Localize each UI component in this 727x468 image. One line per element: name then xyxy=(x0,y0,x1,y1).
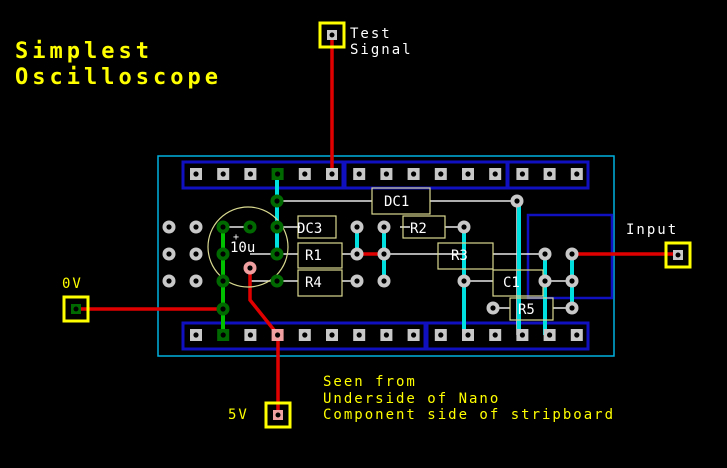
ground-strip-pad-1-hole xyxy=(220,224,226,230)
zero-v-label: 0V xyxy=(62,276,83,292)
note-line-2: Underside of Nano xyxy=(323,391,500,407)
capacitor-plus-mark: + xyxy=(233,232,239,243)
dc1-label: DC1 xyxy=(384,194,409,210)
strip-pad-277-254-hole xyxy=(274,251,280,257)
header-top-pin-13-hole xyxy=(519,171,526,177)
header-top-pin-7-hole xyxy=(356,171,362,177)
component-pad-13-hole xyxy=(569,251,575,257)
c1-label: C1 xyxy=(503,275,520,291)
header-bottom-pin-12-hole xyxy=(492,332,498,338)
note-line-1: Seen from xyxy=(323,374,417,390)
component-pad-5-hole xyxy=(381,251,387,257)
header-top-pin-12-hole xyxy=(492,171,498,177)
header-top-pin-2-hole xyxy=(220,171,226,177)
header-bottom-pin-1-hole xyxy=(193,332,199,338)
header-bottom-right xyxy=(425,321,590,351)
header-top-pin-3-hole xyxy=(247,171,253,177)
header-bottom-pin-14-hole xyxy=(547,332,553,338)
ground-strip-pad-2-hole xyxy=(220,251,226,257)
header-bottom-pin-7-hole xyxy=(356,332,362,338)
component-pad-2-hole xyxy=(354,251,360,257)
strip-pad-277-201-hole xyxy=(274,198,280,204)
component-pad-3-hole xyxy=(354,278,360,284)
header-top-pin-10-hole xyxy=(438,171,444,177)
header-bottom-pin-3-hole xyxy=(247,332,253,338)
component-pad-10-hole xyxy=(514,198,520,204)
header-top-right xyxy=(506,160,590,190)
stripboard-hole-0-1-hole xyxy=(166,251,172,257)
header-bottom-pin-9-hole xyxy=(411,332,417,338)
strip-pad-250-268-hole xyxy=(247,265,253,271)
five-v-label: 5V xyxy=(228,407,249,423)
component-pad-14-hole xyxy=(569,278,575,284)
header-bottom-pin-15-hole xyxy=(574,332,580,338)
header-bottom-left xyxy=(181,321,427,351)
component-pad-1-hole xyxy=(354,224,360,230)
r4-label: R4 xyxy=(305,275,322,291)
r2-label: R2 xyxy=(410,221,427,237)
title-line-2: Oscilloscope xyxy=(15,65,222,90)
stripboard-hole-0-0-hole xyxy=(166,224,172,230)
header-bottom-pin-4-hole xyxy=(275,332,281,338)
header-bottom-pin-11-hole xyxy=(465,332,471,338)
dc3-label: DC3 xyxy=(297,221,322,237)
terminal-5v xyxy=(264,401,292,429)
r1-label: R1 xyxy=(305,248,322,264)
component-boxes xyxy=(297,187,554,321)
header-top-pin-9-hole xyxy=(411,171,417,177)
stripboard-hole-0-2-hole xyxy=(166,278,172,284)
component-pad-15-hole xyxy=(569,305,575,311)
r3-label: R3 xyxy=(451,248,468,264)
input-label: Input xyxy=(626,222,678,238)
capacitor-10u-outline xyxy=(207,206,289,288)
strip-pad-277-227-hole xyxy=(274,224,280,230)
header-top-pin-11-hole xyxy=(465,171,471,177)
red-wires xyxy=(76,36,678,414)
stripboard-hole-1-2-hole xyxy=(193,278,199,284)
header-top-pin-5-hole xyxy=(302,171,308,177)
ground-strip-pad-3-hole xyxy=(220,278,226,284)
header-bottom-pin-2-hole xyxy=(220,332,226,338)
header-top-mid xyxy=(343,160,509,190)
header-bottom-pin-13-hole xyxy=(519,332,526,338)
header-bottom-pin-8-hole xyxy=(383,332,389,338)
board-outline xyxy=(157,155,615,357)
strip-pad-277-281-hole xyxy=(274,278,280,284)
header-bottom-pin-5-hole xyxy=(302,332,308,338)
header-bottom-pin-6-hole xyxy=(329,332,335,338)
component-pad-4-hole xyxy=(381,224,387,230)
test-signal-label-line-1: Test xyxy=(350,26,392,42)
header-top-pin-14-hole xyxy=(547,171,553,177)
header-bottom-pin-10-hole xyxy=(438,332,444,338)
pads-layer xyxy=(162,168,583,341)
component-pad-7-hole xyxy=(461,224,467,230)
header-side-connector xyxy=(526,213,614,300)
header-top-pin-8-hole xyxy=(383,171,389,177)
component-pad-11-hole xyxy=(542,251,548,257)
terminal-test-signal xyxy=(318,21,346,49)
component-pad-12-hole xyxy=(542,278,548,284)
title-line-1: Simplest xyxy=(15,39,153,64)
test-signal-label-line-2: Signal xyxy=(350,42,413,58)
capacitor-10u-label: 10u xyxy=(230,240,255,256)
note-line-3: Component side of stripboard xyxy=(323,407,615,423)
cyan-wires xyxy=(275,174,574,335)
stripboard-hole-1-1-hole xyxy=(193,251,199,257)
terminal-input xyxy=(664,241,692,269)
terminal-0v xyxy=(62,295,90,323)
header-top-pin-4-hole xyxy=(275,171,281,177)
ground-strip-pad-4-hole xyxy=(220,306,226,312)
component-pad-6-hole xyxy=(381,278,387,284)
component-pad-8-hole xyxy=(461,278,467,284)
r5-label: R5 xyxy=(518,302,535,318)
header-top-pin-6-hole xyxy=(329,171,335,177)
header-top-left xyxy=(181,160,345,190)
header-top-pin-1-hole xyxy=(193,171,199,177)
component-pad-9-hole xyxy=(490,305,496,311)
strip-pad-250-227-hole xyxy=(247,224,253,230)
header-top-pin-15-hole xyxy=(574,171,580,177)
stripboard-hole-1-0-hole xyxy=(193,224,199,230)
